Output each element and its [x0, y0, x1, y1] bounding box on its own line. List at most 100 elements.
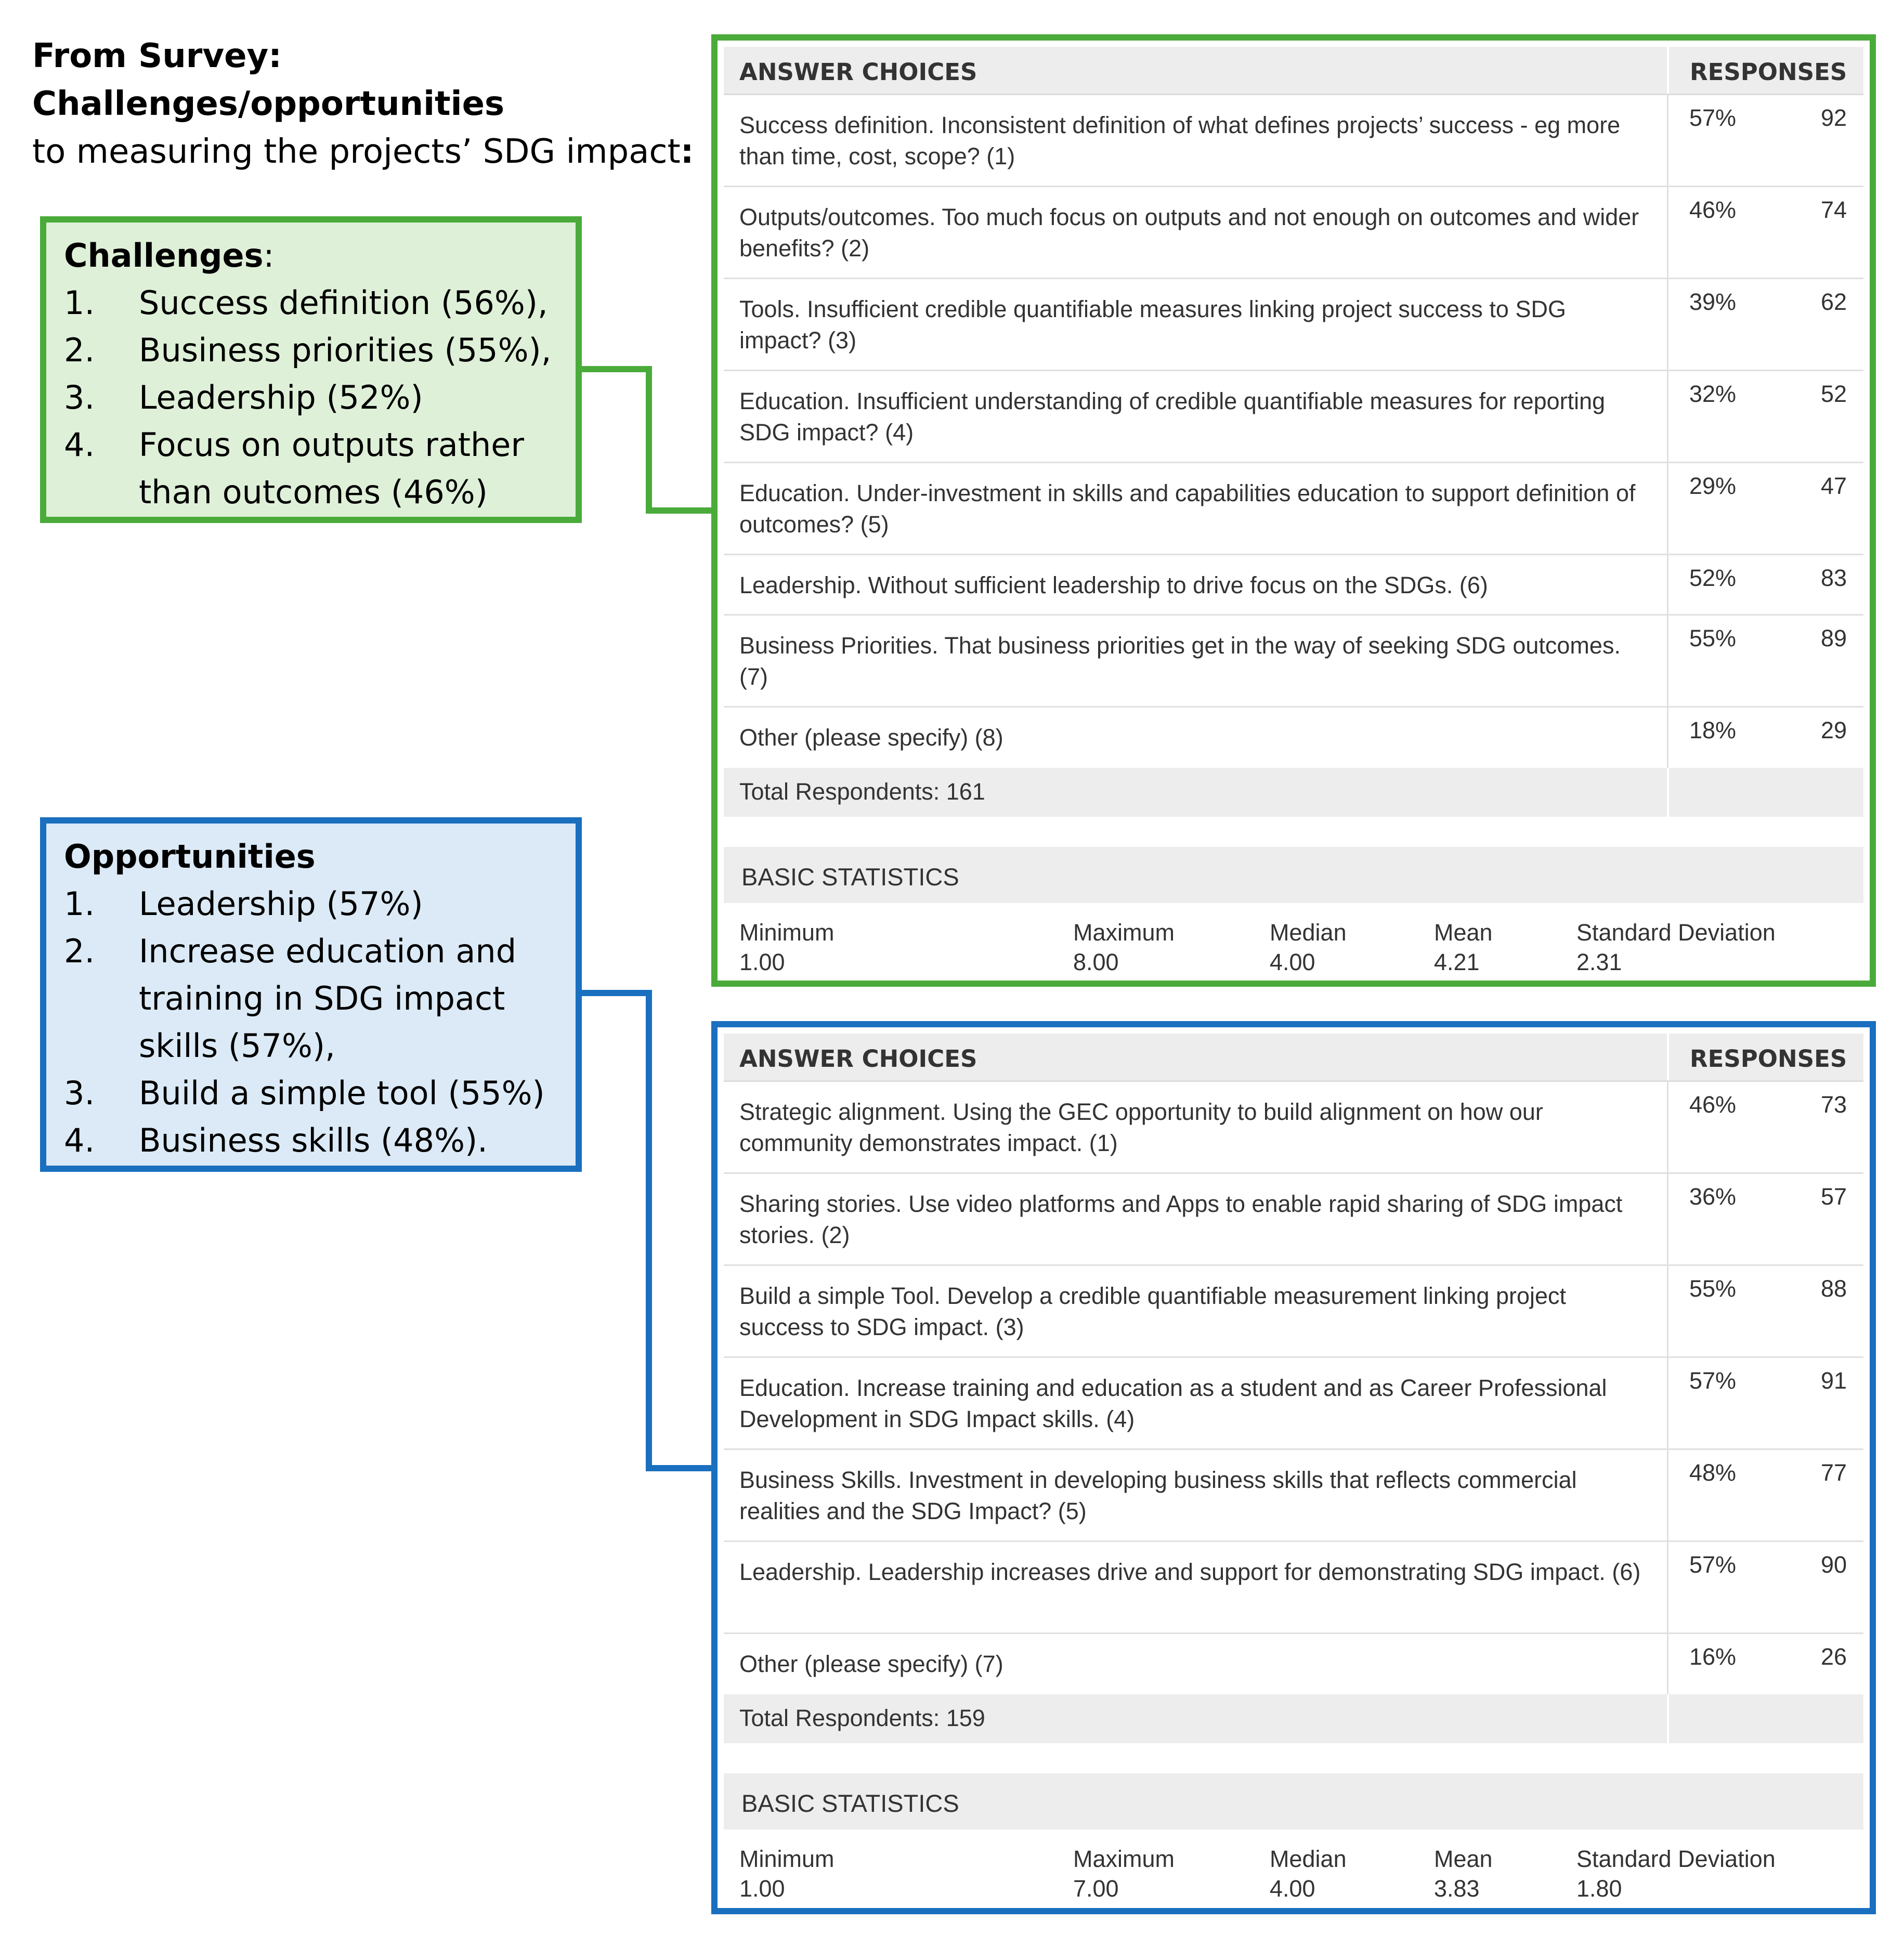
response-count: 90 — [1820, 1551, 1847, 1578]
total-respondents: Total Respondents: 161 — [739, 778, 985, 805]
list-item: 1.Leadership (57%) — [64, 885, 423, 923]
answer-text: Business Skills. Investment in developin… — [739, 1467, 1577, 1524]
response-percent: 57% — [1689, 104, 1737, 131]
header-answer-choices: ANSWER CHOICES — [739, 1045, 977, 1073]
table-row: Sharing stories. Use video platforms and… — [724, 1174, 1863, 1266]
table-row: Outputs/outcomes. Too much focus on outp… — [724, 187, 1863, 279]
table-row: Education. Increase training and educati… — [724, 1358, 1863, 1450]
response-count: 91 — [1820, 1367, 1847, 1394]
response-count: 47 — [1820, 473, 1847, 499]
response-percent: 16% — [1689, 1643, 1737, 1670]
answer-text: Leadership. Leadership increases drive a… — [739, 1559, 1641, 1585]
opportunities-survey-panel: ANSWER CHOICES RESPONSES Strategic align… — [711, 1021, 1876, 1914]
response-count: 57 — [1820, 1183, 1847, 1210]
response-count: 29 — [1820, 717, 1847, 743]
total-respondents-row: Total Respondents: 161 — [724, 768, 1863, 817]
response-percent: 48% — [1689, 1459, 1737, 1486]
answer-text: Education. Insufficient understanding of… — [739, 388, 1606, 446]
response-count: 62 — [1820, 289, 1847, 315]
header-responses: RESPONSES — [1667, 1034, 1863, 1080]
table-row: Education. Insufficient understanding of… — [724, 371, 1863, 463]
table-row: Other (please specify) (8) 18% 29 — [724, 708, 1863, 768]
list-item: 2.Increase education and training in SDG… — [64, 932, 517, 1065]
answer-text: Build a simple Tool. Develop a credible … — [739, 1283, 1567, 1340]
table-row: Tools. Insufficient credible quantifiabl… — [724, 279, 1863, 371]
answer-text: Strategic alignment. Using the GEC oppor… — [739, 1099, 1543, 1156]
answer-text: Education. Increase training and educati… — [739, 1375, 1607, 1432]
list-item: 3.Build a simple tool (55%) — [64, 1074, 545, 1112]
opportunities-callout: Opportunities 1.Leadership (57%) 2.Incre… — [40, 817, 582, 1172]
challenges-callout: Challenges: 1.Success definition (56%), … — [40, 216, 582, 523]
challenges-list: 1.Success definition (56%), 2.Business p… — [64, 279, 558, 516]
challenges-table: ANSWER CHOICES RESPONSES Success definit… — [724, 47, 1863, 981]
table-row: Strategic alignment. Using the GEC oppor… — [724, 1082, 1863, 1174]
response-count: 74 — [1820, 197, 1847, 223]
response-count: 77 — [1820, 1459, 1847, 1486]
response-percent: 55% — [1689, 625, 1737, 651]
challenges-title-line: Challenges: — [64, 237, 275, 275]
page-heading: From Survey: Challenges/opportunities to… — [32, 32, 708, 176]
response-count: 92 — [1820, 104, 1847, 131]
challenges-title: Challenges — [64, 237, 264, 275]
response-count: 83 — [1820, 565, 1847, 591]
answer-text: Other (please specify) (8) — [739, 724, 1003, 751]
answer-text: Business Priorities. That business prior… — [739, 632, 1621, 690]
response-count: 26 — [1820, 1643, 1847, 1670]
header-answer-choices: ANSWER CHOICES — [739, 58, 977, 86]
answer-text: Education. Under-investment in skills an… — [739, 480, 1636, 538]
list-item: 1.Success definition (56%), — [64, 284, 548, 322]
opportunities-list: 1.Leadership (57%) 2.Increase education … — [64, 880, 558, 1164]
response-percent: 36% — [1689, 1183, 1737, 1210]
opportunities-title: Opportunities — [64, 838, 316, 875]
basic-statistics-title: BASIC STATISTICS — [724, 1773, 1863, 1830]
response-percent: 52% — [1689, 565, 1737, 591]
challenges-connector — [582, 366, 718, 514]
answer-text: Outputs/outcomes. Too much focus on outp… — [739, 204, 1639, 262]
response-percent: 46% — [1689, 197, 1737, 223]
table-row: Leadership. Without sufficient leadershi… — [724, 555, 1863, 616]
answer-text: Leadership. Without sufficient leadershi… — [739, 572, 1488, 598]
heading-line-2: to measuring the projects’ SDG impact: — [32, 133, 694, 171]
table-row: Leadership. Leadership increases drive a… — [724, 1542, 1863, 1634]
table-header: ANSWER CHOICES RESPONSES — [724, 1034, 1863, 1082]
answer-text: Other (please specify) (7) — [739, 1651, 1003, 1677]
table-row: Business Skills. Investment in developin… — [724, 1450, 1863, 1542]
list-item: 3.Leadership (52%) — [64, 378, 423, 416]
challenges-survey-panel: ANSWER CHOICES RESPONSES Success definit… — [711, 34, 1876, 987]
response-count: 52 — [1820, 381, 1847, 407]
response-percent: 57% — [1689, 1367, 1737, 1394]
answer-text: Success definition. Inconsistent definit… — [739, 112, 1621, 169]
answer-text: Sharing stories. Use video platforms and… — [739, 1191, 1623, 1248]
list-item: 4.Business skills (48%). — [64, 1121, 488, 1159]
table-row: Other (please specify) (7) 16% 26 — [724, 1634, 1863, 1694]
total-respondents-row: Total Respondents: 159 — [724, 1694, 1863, 1743]
table-row: Education. Under-investment in skills an… — [724, 463, 1863, 555]
heading-line-1: From Survey: Challenges/opportunities — [32, 37, 505, 123]
response-percent: 46% — [1689, 1091, 1737, 1118]
opportunities-table: ANSWER CHOICES RESPONSES Strategic align… — [724, 1034, 1863, 1908]
response-count: 89 — [1820, 625, 1847, 651]
response-percent: 57% — [1689, 1551, 1737, 1578]
total-respondents: Total Respondents: 159 — [739, 1705, 985, 1731]
opportunities-connector — [582, 990, 718, 1471]
table-row: Success definition. Inconsistent definit… — [724, 95, 1863, 187]
list-item: 2.Business priorities (55%), — [64, 331, 552, 369]
response-count: 73 — [1820, 1091, 1847, 1118]
header-responses: RESPONSES — [1667, 47, 1863, 94]
response-percent: 32% — [1689, 381, 1737, 407]
response-percent: 55% — [1689, 1275, 1737, 1302]
response-percent: 18% — [1689, 717, 1737, 743]
table-header: ANSWER CHOICES RESPONSES — [724, 47, 1863, 95]
table-row: Business Priorities. That business prior… — [724, 616, 1863, 708]
answer-text: Tools. Insufficient credible quantifiabl… — [739, 296, 1566, 354]
